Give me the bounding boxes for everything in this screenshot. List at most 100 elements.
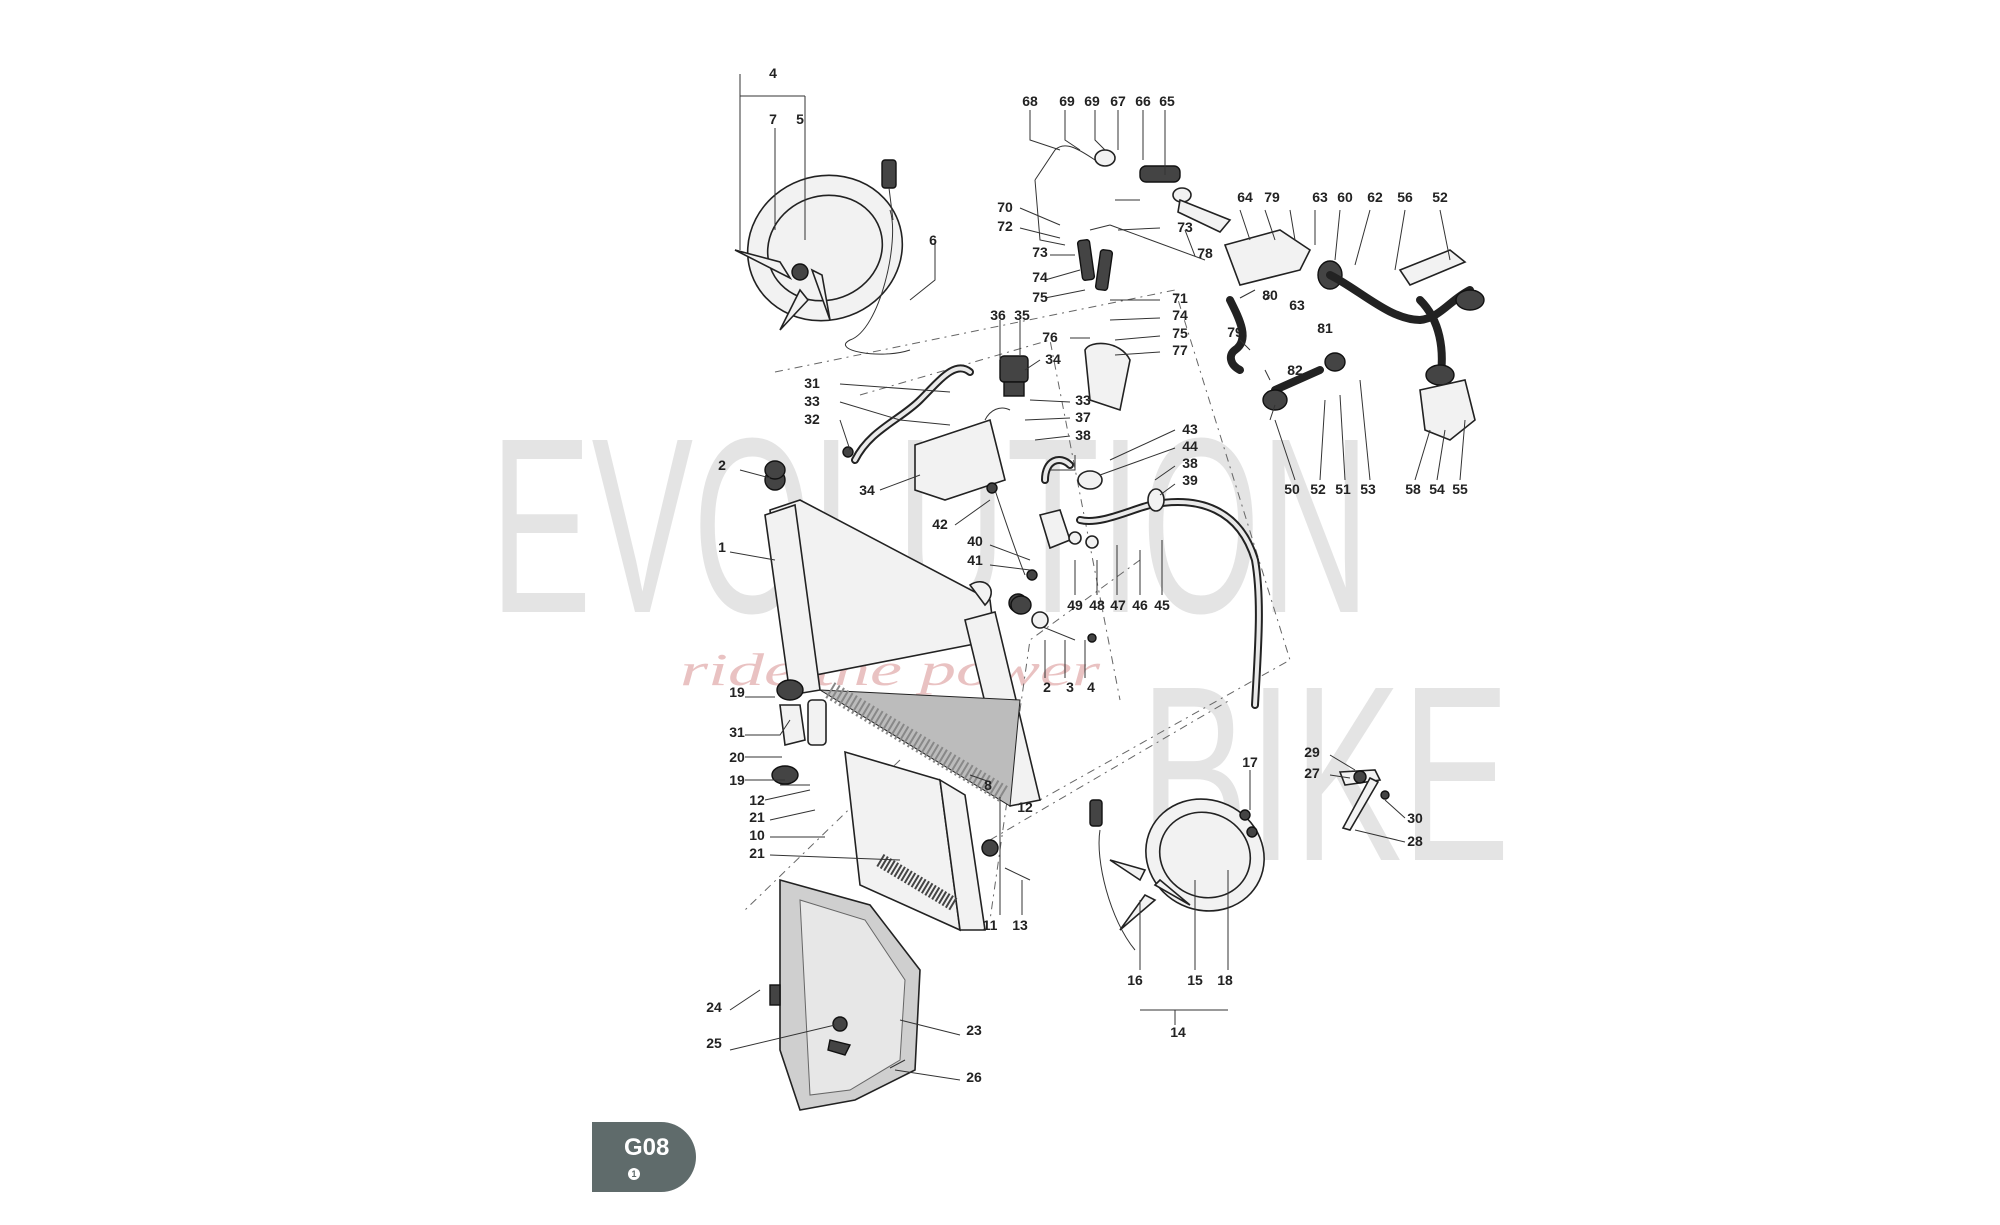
callout-label: 2 [718,457,726,473]
expansion-tank [842,355,1038,581]
callout-label: 66 [1135,93,1151,109]
callout-label: 36 [990,307,1006,323]
callout-label: 68 [1022,93,1038,109]
callout-label: 73 [1177,219,1193,235]
callout-label: 26 [966,1069,982,1085]
thermostat-housing [1038,456,1263,709]
callout-label: 14 [1170,1024,1186,1040]
callout-label: 19 [729,772,745,788]
lower-left-clamps [764,460,1097,785]
callout-label: 33 [804,393,820,409]
callout-label: 10 [749,827,765,843]
upper-right-hoses [1034,145,1485,441]
callout-label: 38 [1075,427,1091,443]
callout-label: 65 [1159,93,1175,109]
callout-label: 2 [1043,679,1051,695]
page-code-badge: G08 1 [592,1122,696,1192]
callout-label: 4 [1087,679,1095,695]
callout-label: 41 [967,552,983,568]
callout-label: 13 [1012,917,1028,933]
callout-label: 43 [1182,421,1198,437]
callout-label: 34 [859,482,875,498]
callout-label: 50 [1284,481,1300,497]
callout-label: 76 [1042,329,1058,345]
callout-label: 15 [1187,972,1203,988]
callout-label: 16 [1127,972,1143,988]
callout-label: 69 [1059,93,1075,109]
callout-label: 17 [1242,754,1258,770]
secondary-radiator [807,699,1031,932]
fan-shroud [769,878,921,1111]
callout-label: 30 [1407,810,1423,826]
callout-label: 67 [1110,93,1126,109]
callout-label: 37 [1075,409,1091,425]
callout-label: 75 [1032,289,1048,305]
callout-label: 45 [1154,597,1170,613]
page-code: G08 [624,1134,670,1161]
callout-label: 7 [769,111,777,127]
callout-label: 73 [1032,244,1048,260]
callout-label: 31 [729,724,745,740]
callout-label: 74 [1032,269,1048,285]
callout-label: 74 [1172,307,1188,323]
callout-label: 4 [769,65,777,81]
callout-label: 47 [1110,597,1126,613]
callout-label: 40 [967,533,983,549]
callout-label: 27 [1304,765,1320,781]
callout-label: 48 [1089,597,1105,613]
callout-labels: 4 7 5 6 2 1 2 3 4 19 31 20 19 12 21 10 2… [706,65,1468,1085]
callout-label: 44 [1182,438,1198,454]
callout-label: 56 [1397,189,1413,205]
callout-label: 79 [1264,189,1280,205]
callout-label: 8 [984,777,992,793]
callout-label: 69 [1084,93,1100,109]
callout-label: 5 [796,111,804,127]
callout-label: 54 [1429,481,1445,497]
callout-label: 38 [1182,455,1198,471]
callout-label: 81 [1317,320,1333,336]
callout-label: 19 [729,684,745,700]
callout-label: 3 [1066,679,1074,695]
callout-label: 71 [1172,290,1188,306]
mount-bracket [1338,769,1390,831]
callout-label: 12 [749,792,765,808]
callout-label: 29 [1304,744,1320,760]
callout-label: 52 [1432,189,1448,205]
callout-label: 70 [997,199,1013,215]
callout-label: 49 [1067,597,1083,613]
main-radiator [764,469,1041,807]
callout-label: 80 [1262,287,1278,303]
callout-label: 35 [1014,307,1030,323]
callout-label: 20 [729,749,745,765]
callout-label: 28 [1407,833,1423,849]
callout-label: 34 [1045,351,1061,367]
callout-label: 63 [1289,297,1305,313]
callout-label: 32 [804,411,820,427]
callout-label: 53 [1360,481,1376,497]
callout-label: 63 [1312,189,1328,205]
callout-label: 31 [804,375,820,391]
callout-label: 60 [1337,189,1353,205]
callout-label: 64 [1237,189,1253,205]
callout-label: 33 [1075,392,1091,408]
callout-label: 62 [1367,189,1383,205]
callout-label: 12 [1017,799,1033,815]
callout-label: 77 [1172,342,1188,358]
callout-label: 23 [966,1022,982,1038]
callout-label: 6 [929,232,937,248]
callout-label: 79 [1227,324,1243,340]
callout-label: 42 [932,516,948,532]
callout-label: 11 [983,917,998,933]
callout-label: 39 [1182,472,1198,488]
callout-label: 72 [997,218,1013,234]
callout-label: 1 [718,539,726,555]
leader-lines [729,74,1466,1081]
upper-fan-assembly [734,159,911,355]
callout-label: 21 [749,809,765,825]
callout-label: 52 [1310,481,1326,497]
callout-label: 25 [706,1035,722,1051]
callout-label: 75 [1172,325,1188,341]
callout-label: 82 [1287,362,1303,378]
